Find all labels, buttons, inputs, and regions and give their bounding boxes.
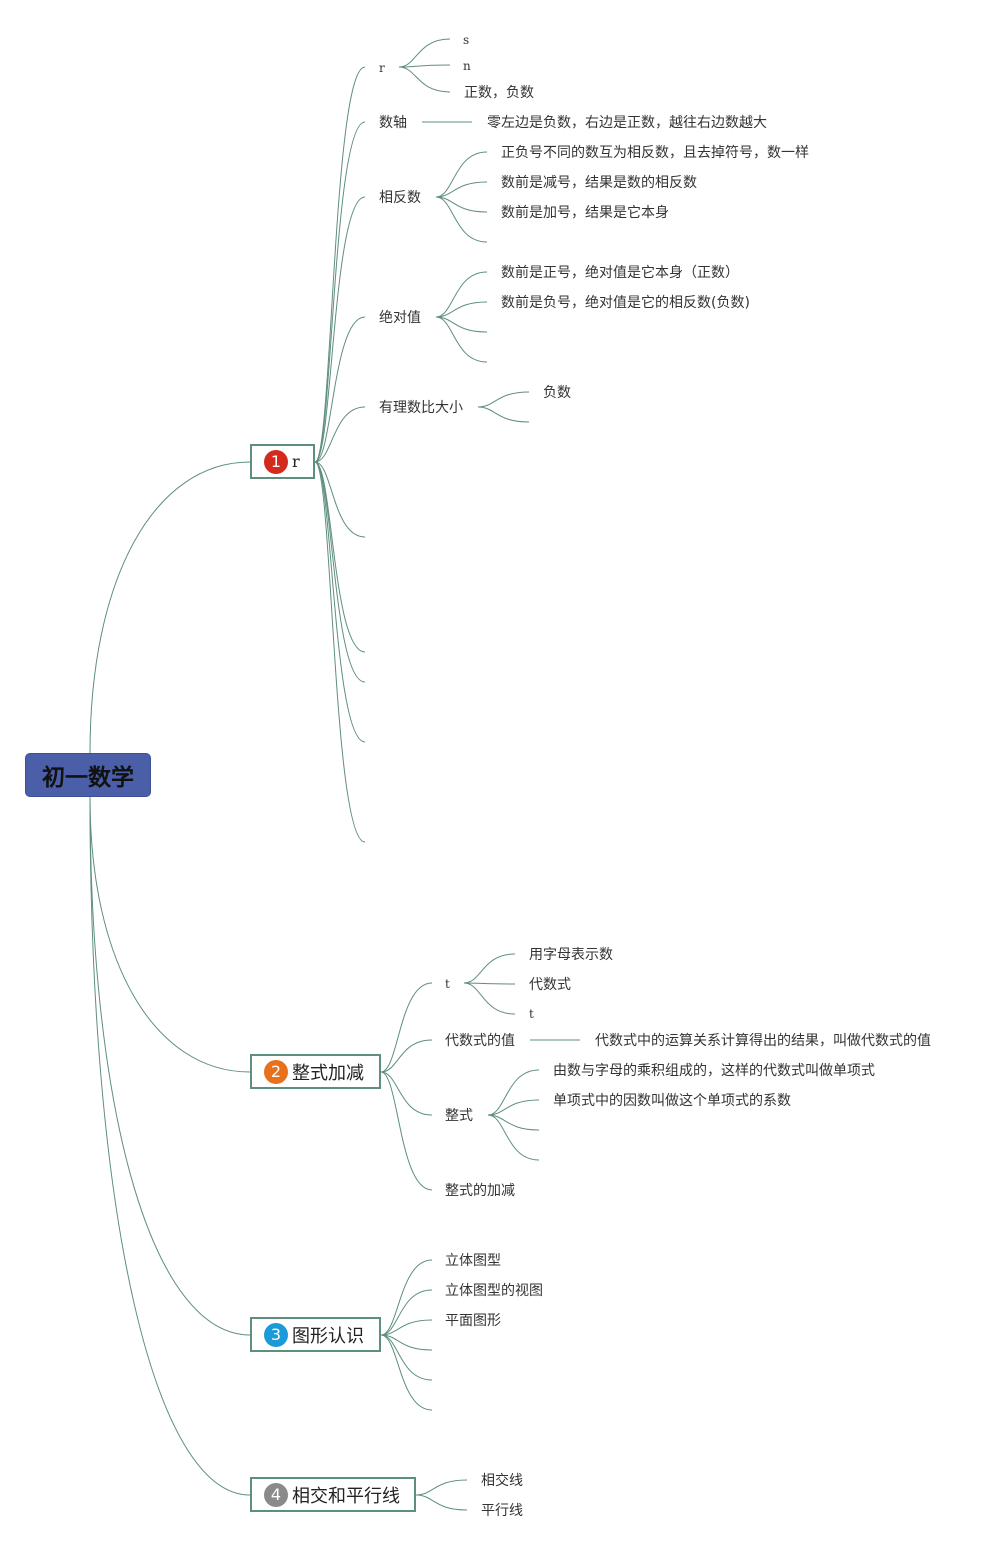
connector-branch-3-topic-5	[380, 1334, 433, 1411]
connector-absolute-leaf-3	[435, 316, 488, 363]
connector-branch-3-topic-0	[380, 1259, 433, 1336]
root-label: 初一数学	[42, 765, 134, 791]
leaf-opposite-3[interactable]: 数前是加号，结果是它本身	[501, 205, 669, 221]
branch-node-4[interactable]: 4 相交和平行线	[250, 1477, 416, 1512]
leaf-t[interactable]: t	[529, 1007, 534, 1021]
connector-polynomial-leaf-1	[487, 1099, 540, 1116]
branch-node-1[interactable]: 1 r	[250, 444, 315, 479]
leaf-absolute-1[interactable]: 数前是正号，绝对值是它本身（正数）	[501, 265, 739, 281]
connector-branch-3-topic-3	[380, 1334, 433, 1351]
leaf-opposite-2[interactable]: 数前是减号，结果是数的相反数	[501, 175, 697, 191]
connector-branch-3-topic-4	[380, 1334, 433, 1381]
branch-4-label: 相交和平行线	[292, 1485, 400, 1507]
topic-solid-views[interactable]: 立体图型的视图	[445, 1283, 543, 1299]
leaf-number-line-rule[interactable]: 零左边是负数，右边是正数，越往右边数越大	[487, 115, 767, 131]
badge-number-1: 1	[264, 449, 288, 474]
connector-branch-2-topic-0	[380, 982, 433, 1073]
connector-absolute-leaf-0	[435, 271, 488, 318]
topic-polynomial-add-sub[interactable]: 整式的加减	[445, 1183, 515, 1199]
topic-plane-figures[interactable]: 平面图形	[445, 1313, 501, 1329]
topic-parallel-lines[interactable]: 平行线	[481, 1503, 523, 1519]
connector-r-leaf-2	[398, 66, 451, 93]
connector-root-branch-4	[89, 796, 251, 1496]
topic-intersecting-lines[interactable]: 相交线	[481, 1473, 523, 1489]
connector-opposite-leaf-0	[435, 151, 488, 198]
leaf-algebraic-expression[interactable]: 代数式	[529, 977, 571, 993]
connector-absolute-leaf-2	[435, 316, 488, 333]
connector-root-branch-1	[89, 461, 251, 754]
root-node[interactable]: 初一数学	[25, 753, 151, 797]
topic-t[interactable]: t	[445, 977, 450, 991]
connector-branch-2-topic-2	[380, 1071, 433, 1116]
connector-branch-1-topic-2	[314, 196, 366, 463]
leaf-negative[interactable]: 负数	[543, 385, 571, 401]
connector-polynomial-leaf-2	[487, 1114, 540, 1131]
leaf-opposite-1[interactable]: 正负号不同的数互为相反数，且去掉符号，数一样	[501, 145, 809, 161]
connector-branch-1-topic-3	[314, 316, 366, 463]
leaf-monomial-def[interactable]: 由数与字母的乘积组成的，这样的代数式叫做单项式	[553, 1063, 875, 1079]
leaf-absolute-2[interactable]: 数前是负号，绝对值是它的相反数(负数)	[501, 295, 750, 311]
badge-number-2: 2	[264, 1059, 288, 1084]
topic-polynomial[interactable]: 整式	[445, 1108, 473, 1124]
connector-branch-1-topic-7	[314, 461, 366, 683]
topic-absolute-value[interactable]: 绝对值	[379, 310, 421, 326]
leaf-s[interactable]: s	[463, 33, 470, 47]
leaf-letters-as-numbers[interactable]: 用字母表示数	[529, 947, 613, 963]
branch-2-label: 整式加减	[292, 1062, 364, 1084]
leaf-n[interactable]: n	[463, 59, 471, 73]
connector-branch-4-topic-0	[415, 1479, 468, 1496]
topic-compare-rationals[interactable]: 有理数比大小	[379, 400, 463, 416]
branch-1-label: r	[292, 452, 300, 471]
connector-branch-2-topic-3	[380, 1071, 433, 1191]
branch-node-2[interactable]: 2 整式加减	[250, 1054, 381, 1089]
connector-branch-1-topic-8	[314, 461, 366, 743]
leaf-expression-value-def[interactable]: 代数式中的运算关系计算得出的结果，叫做代数式的值	[595, 1033, 931, 1049]
connector-branch-1-topic-9	[314, 461, 366, 843]
leaf-coefficient-def[interactable]: 单项式中的因数叫做这个单项式的系数	[553, 1093, 791, 1109]
connector-t-leaf-1	[463, 982, 516, 985]
connector-polynomial-leaf-0	[487, 1069, 540, 1116]
topic-opposite-numbers[interactable]: 相反数	[379, 190, 421, 206]
branch-node-3[interactable]: 3 图形认识	[250, 1317, 381, 1352]
connector-opposite-leaf-3	[435, 196, 488, 243]
branch-3-label: 图形认识	[292, 1325, 364, 1347]
connector-branch-4-topic-1	[415, 1494, 468, 1511]
connector-r-leaf-1	[398, 64, 451, 68]
leaf-positive-negative[interactable]: 正数，负数	[464, 85, 534, 101]
connector-root-branch-2	[89, 796, 251, 1073]
connector-branch-3-topic-1	[380, 1289, 433, 1336]
topic-number-line[interactable]: 数轴	[379, 115, 407, 131]
connector-branch-1-topic-4	[314, 406, 366, 463]
connector-compare-leaf-1	[477, 406, 530, 423]
connector-branch-1-topic-5	[314, 461, 366, 538]
connector-t-leaf-2	[463, 982, 516, 1015]
connector-compare-leaf-0	[477, 391, 530, 408]
connector-branch-1-topic-1	[314, 121, 366, 463]
badge-number-4: 4	[264, 1482, 288, 1507]
connector-t-leaf-0	[463, 953, 516, 984]
connector-branch-2-topic-1	[380, 1039, 433, 1073]
connector-polynomial-leaf-3	[487, 1114, 540, 1161]
connector-opposite-leaf-1	[435, 181, 488, 198]
connector-opposite-leaf-2	[435, 196, 488, 213]
connector-branch-3-topic-2	[380, 1319, 433, 1336]
topic-solid-figures[interactable]: 立体图型	[445, 1253, 501, 1269]
connector-branch-1-topic-0	[314, 66, 366, 463]
topic-expression-value[interactable]: 代数式的值	[445, 1033, 515, 1049]
connector-absolute-leaf-1	[435, 301, 488, 318]
badge-number-3: 3	[264, 1322, 288, 1347]
connector-root-branch-3	[89, 796, 251, 1336]
topic-r[interactable]: r	[379, 61, 385, 75]
connector-r-leaf-0	[398, 38, 451, 68]
